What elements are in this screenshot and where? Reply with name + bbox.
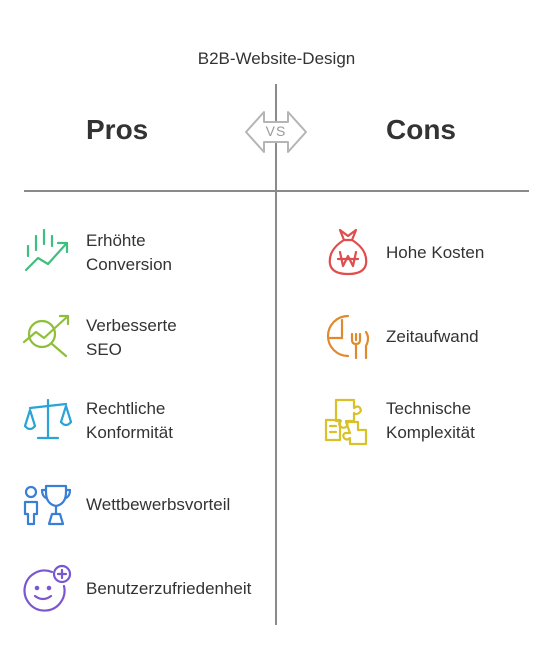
cons-label-2: Zeitaufwand xyxy=(386,327,479,346)
magnifier-trend-icon xyxy=(22,314,70,358)
cons-label-3: Technische xyxy=(386,399,472,418)
cons-heading: Cons xyxy=(386,114,456,145)
clock-fork-icon xyxy=(326,314,370,360)
pros-label-4: Wettbewerbsvorteil xyxy=(86,495,231,514)
vs-badge: VS xyxy=(244,108,308,156)
pros-label-2b: SEO xyxy=(86,340,122,359)
vs-label: VS xyxy=(265,123,287,139)
pros-heading: Pros xyxy=(86,114,149,145)
pros-label-3: Rechtliche xyxy=(86,399,166,418)
cons-label-1: Hohe Kosten xyxy=(386,243,485,262)
pros-label-5: Benutzerzufriedenheit xyxy=(86,579,252,598)
people-trophy-icon xyxy=(23,484,72,526)
pros-label-1b: Conversion xyxy=(86,255,172,274)
puzzle-icon xyxy=(324,398,368,446)
diagram-title: B2B-Website-Design xyxy=(197,49,356,68)
horizontal-divider xyxy=(24,190,529,192)
vs-arrow-icon xyxy=(245,111,307,153)
pros-label-2: Verbesserte xyxy=(86,316,177,335)
vertical-divider xyxy=(275,84,277,625)
pros-label-1: Erhöhte xyxy=(86,231,146,250)
pros-label-3b: Konformität xyxy=(86,423,173,442)
growth-chart-icon xyxy=(24,228,69,272)
scales-icon xyxy=(23,398,73,440)
money-bag-icon xyxy=(328,228,368,276)
smiley-plus-icon xyxy=(23,564,72,612)
cons-label-3b: Komplexität xyxy=(386,423,475,442)
